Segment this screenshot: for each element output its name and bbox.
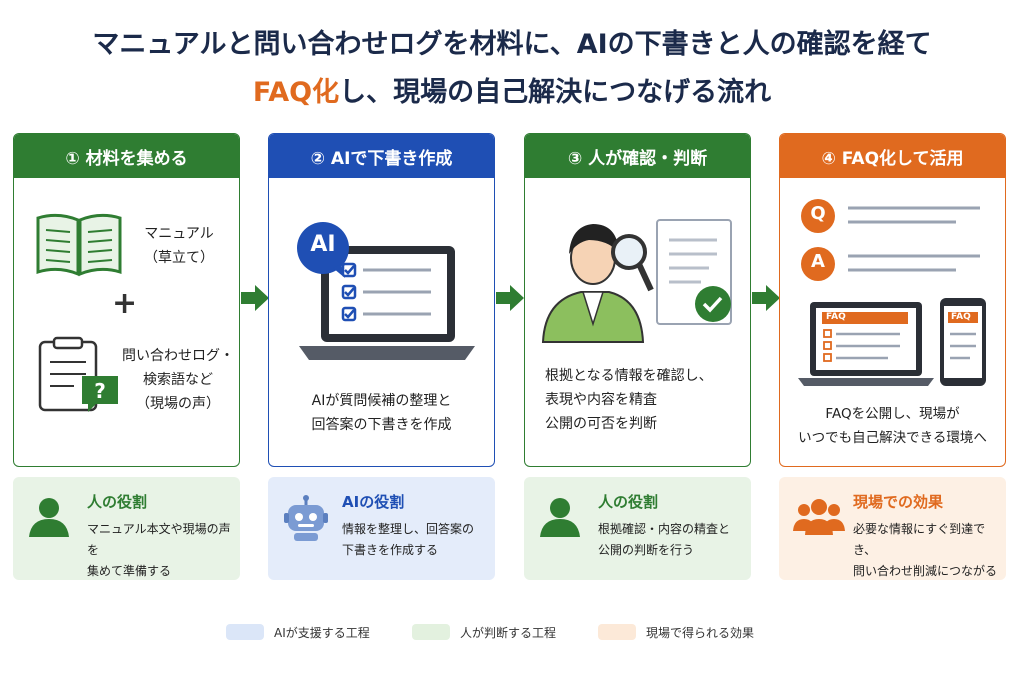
step-desc-review: 根拠となる情報を確認し、 表現や内容を精査 公開の可否を判断 — [545, 364, 745, 436]
faq-screen-label-laptop: FAQ — [826, 312, 846, 322]
person-icon — [540, 498, 580, 537]
role-title: 現場での効果 — [853, 493, 944, 511]
role-title: 人の役割 — [87, 493, 148, 511]
item-inquiry-line1: 問い合わせログ・ — [122, 348, 234, 364]
role-desc-line2: 集めて準備する — [87, 564, 172, 578]
page-title-line1: マニュアルと問い合わせログを材料に、AIの下書きと人の確認を経て — [92, 29, 932, 60]
step-header-ai-draft: ② AIで下書き作成 — [269, 134, 494, 178]
legend-swatch-ai — [226, 624, 264, 640]
step-desc-review-line1: 根拠となる情報を確認し、 — [545, 368, 713, 384]
role-desc: マニュアル本文や現場の声を 集めて準備する — [87, 519, 240, 582]
legend-item-ai: AIが支援する工程 — [226, 622, 370, 642]
legend-swatch-human — [412, 624, 450, 640]
flow-arrow-3-icon — [752, 285, 780, 311]
role-desc-line1: 必要な情報にすぐ到達でき、 — [853, 522, 986, 557]
ai-badge-label: AI — [310, 232, 336, 257]
page-title-line2: FAQ化し、現場の自己解決につなげる流れ — [0, 70, 1024, 109]
step-desc-ai-draft: AIが質問候補の整理と 回答案の下書きを作成 — [269, 389, 494, 437]
role-title: 人の役割 — [598, 493, 659, 511]
laptop-phone-faq-icon — [798, 298, 986, 386]
role-box-effect: 現場での効果 必要な情報にすぐ到達でき、 問い合わせ削減につながる — [779, 477, 1006, 580]
person-magnifier-icon — [541, 219, 732, 343]
item-inquiry-label: 問い合わせログ・ 検索語など （現場の声） — [118, 344, 238, 416]
role-box-ai: AIの役割 情報を整理し、回答案の 下書きを作成する — [268, 477, 495, 580]
qa-lines-icon — [801, 199, 980, 281]
legend-swatch-effect — [598, 624, 636, 640]
item-manual-label: マニュアル （草立て） — [129, 222, 229, 270]
role-desc-line1: 根拠確認・内容の精査と — [598, 522, 731, 536]
legend-item-human: 人が判断する工程 — [412, 622, 556, 642]
flow-arrow-2-icon — [496, 285, 524, 311]
q-label: Q — [810, 203, 826, 224]
step-desc-ai-draft-line2: 回答案の下書きを作成 — [311, 417, 452, 433]
item-inquiry-line2: 検索語など — [143, 372, 213, 388]
flow-arrow-1-icon — [241, 285, 269, 311]
role-desc-line2: 下書きを作成する — [342, 543, 439, 557]
step-card-ai-draft: ② AIで下書き作成 AI AIが質問候補の整理と 回答案の下書きを作成 — [268, 133, 495, 467]
role-box-human-review: 人の役割 根拠確認・内容の精査と 公開の判断を行う — [524, 477, 751, 580]
step-desc-ai-draft-line1: AIが質問候補の整理と — [311, 393, 452, 409]
item-manual-line1: マニュアル — [144, 226, 214, 242]
legend-item-effect: 現場で得られる効果 — [598, 622, 754, 642]
legend-label-ai: AIが支援する工程 — [274, 625, 370, 640]
role-desc-line2: 問い合わせ削減につながる — [853, 564, 998, 578]
group-people-icon — [793, 499, 845, 535]
role-desc-line2: 公開の判断を行う — [598, 543, 695, 557]
step-header-faq: ④ FAQ化して活用 — [780, 134, 1005, 178]
item-manual-line2: （草立て） — [144, 250, 214, 266]
step-header-review: ③ 人が確認・判断 — [525, 134, 750, 178]
person-icon — [29, 498, 69, 537]
role-desc-line1: 情報を整理し、回答案の — [342, 522, 475, 536]
role-desc: 情報を整理し、回答案の 下書きを作成する — [342, 519, 474, 561]
plus-sign: + — [112, 286, 138, 321]
ai-badge-icon — [297, 222, 349, 278]
legend-label-effect: 現場で得られる効果 — [646, 625, 755, 640]
legend-label-human: 人が判断する工程 — [460, 625, 557, 640]
title-rest: し、現場の自己解決につなげる流れ — [339, 77, 772, 108]
faq-screen-label-phone: FAQ — [951, 312, 971, 322]
a-label: A — [811, 251, 825, 272]
title-accent: FAQ化 — [252, 77, 340, 108]
step-desc-review-line3: 公開の可否を判断 — [545, 416, 657, 432]
step-desc-faq-line1: FAQを公開し、現場が — [825, 406, 960, 422]
role-desc: 根拠確認・内容の精査と 公開の判断を行う — [598, 519, 730, 561]
step-card-review: ③ 人が確認・判断 根拠となる情報を確認し、 表現や内容を精査 公開の可否を判断 — [524, 133, 751, 467]
step-card-faq: ④ FAQ化して活用 Q A FAQ FAQ FAQを公開し、現場が いつでも自… — [779, 133, 1006, 467]
step-card-collect: ① 材料を集める マニュアル （草立て） + ? 問い合わせログ・ 検索語など … — [13, 133, 240, 467]
clipboard-question-icon: ? — [38, 336, 118, 412]
item-inquiry-line3: （現場の声） — [136, 396, 220, 412]
svg-text:?: ? — [94, 379, 106, 403]
role-desc: 必要な情報にすぐ到達でき、 問い合わせ削減につながる — [853, 519, 1006, 582]
step-desc-faq-line2: いつでも自己解決できる環境へ — [798, 430, 987, 446]
role-desc-line1: マニュアル本文や現場の声を — [87, 522, 231, 557]
step-desc-review-line2: 表現や内容を精査 — [545, 392, 657, 408]
robot-icon — [284, 495, 328, 541]
manual-book-icon — [36, 213, 122, 277]
role-box-human-collect: 人の役割 マニュアル本文や現場の声を 集めて準備する — [13, 477, 240, 580]
role-title: AIの役割 — [342, 493, 405, 511]
laptop-checklist-icon — [299, 246, 475, 360]
step-desc-faq: FAQを公開し、現場が いつでも自己解決できる環境へ — [780, 402, 1005, 450]
step-header-collect: ① 材料を集める — [14, 134, 239, 178]
